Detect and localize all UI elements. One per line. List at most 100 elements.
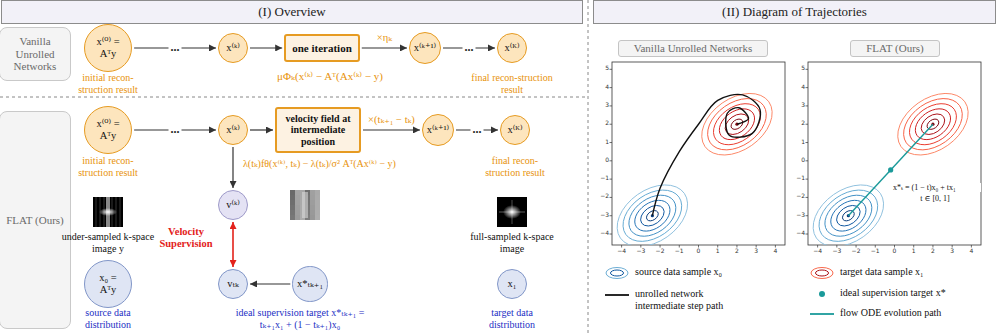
node-text: v⁽ᵏ⁾ xyxy=(226,199,240,211)
image-ground xyxy=(497,197,527,227)
edge-label: ×(tₖ₊₁ − tₖ) xyxy=(368,114,415,126)
node-text: x⁽⁰⁾ = Aᵀy xyxy=(91,36,125,60)
distribution-circle: x₁ xyxy=(497,269,527,299)
arrow-connector xyxy=(232,222,234,267)
panel-divider xyxy=(588,0,589,334)
contour-line xyxy=(629,194,676,238)
image-pixel xyxy=(295,190,300,195)
row-label: FLAT (Ours) xyxy=(0,111,71,329)
update-formula: μΦₖ(x⁽ᵏ⁾ − Aᵀ(Ax⁽ᵏ⁾ − y) xyxy=(220,70,440,83)
tick-label: −4 xyxy=(595,230,609,236)
image-pixel xyxy=(310,215,315,220)
legend-contour xyxy=(606,268,628,279)
image-pixel xyxy=(310,205,315,210)
legend-contour xyxy=(611,270,624,276)
row-label: Vanilla Unrolled Networks xyxy=(0,27,71,81)
image-pixel xyxy=(290,215,295,220)
sampling-line xyxy=(96,197,97,227)
tick-mark xyxy=(610,197,613,198)
arrow-connector xyxy=(232,147,233,188)
contour-line xyxy=(833,201,864,230)
tick-mark xyxy=(806,179,809,180)
tick-label: −1 xyxy=(669,248,689,254)
legend-swatch xyxy=(808,287,836,301)
tick-label: 3 xyxy=(942,248,962,254)
path-formula: x*ₜ = (1 − t)x₀ + tx₁ xyxy=(893,183,981,192)
tick-mark xyxy=(806,215,809,216)
arrow-connector xyxy=(250,129,273,130)
contour-line xyxy=(809,179,887,245)
image-pixel xyxy=(290,205,295,210)
tick-label: 2 xyxy=(595,120,609,126)
image-band xyxy=(302,192,308,218)
tick-label: 3 xyxy=(746,248,766,254)
arrow-connector xyxy=(250,47,282,48)
tick-label: −2 xyxy=(846,248,866,254)
tick-label: 0 xyxy=(689,248,709,254)
legend-contour xyxy=(811,268,833,279)
legend-text: unrolled network intermediate step path xyxy=(635,288,745,312)
node-text: x*ₜₖ₊₁ xyxy=(297,278,323,290)
contour-line xyxy=(612,172,699,245)
legend-contour xyxy=(816,270,829,276)
tick-mark xyxy=(806,105,809,106)
edge-label: ... xyxy=(463,41,476,53)
contour-line xyxy=(808,172,895,245)
distribution-caption: source data distribution xyxy=(66,307,150,330)
image-pixel xyxy=(295,200,300,205)
stage-caption: final recon-struction result xyxy=(475,155,555,178)
panel-header: (I) Overview xyxy=(1,0,583,24)
image-pixel xyxy=(315,215,320,220)
tick-label: 5 xyxy=(791,65,805,71)
tick-label: 1 xyxy=(708,248,728,254)
image-pixel xyxy=(295,205,300,210)
legend-item: unrolled network intermediate step path xyxy=(603,288,745,312)
tick-label: −2 xyxy=(595,193,609,199)
unrolled-path xyxy=(652,94,760,215)
arrow-connector xyxy=(250,283,290,284)
node-text: x₁ xyxy=(508,278,517,290)
contour-line xyxy=(621,187,683,245)
supervision-target-dot xyxy=(888,167,893,172)
target-circle: x*ₜₖ₊₁ xyxy=(292,266,327,301)
kspace-image xyxy=(290,190,320,220)
legend-text: target data sample x₁ xyxy=(840,266,924,278)
plot-content xyxy=(612,81,784,245)
contour-line xyxy=(825,194,872,238)
image-pixel xyxy=(290,190,295,195)
target-caption: ideal supervision target x*ₜₖ₊₁ = tₖ₊₁x₁… xyxy=(224,307,376,330)
tick-mark xyxy=(806,234,809,235)
tick-label: −3 xyxy=(791,212,805,218)
contour-line xyxy=(886,81,979,168)
image-pixel xyxy=(315,200,320,205)
tick-mark xyxy=(610,105,613,106)
node-text: (I) Overview xyxy=(258,5,326,20)
state-circle: x⁽⁰⁾ = Aᵀy xyxy=(84,24,132,72)
image-pixel xyxy=(315,195,320,200)
legend-swatch xyxy=(603,288,631,302)
tick-mark xyxy=(610,87,613,88)
tick-mark xyxy=(610,234,613,235)
velocity-circle: v⁽ᵏ⁾ xyxy=(218,190,248,220)
node-text: (II) Diagram of Trajectories xyxy=(722,5,867,20)
image-pixel xyxy=(295,215,300,220)
node-text: FLAT (Ours) xyxy=(6,214,64,227)
image-pixel xyxy=(295,195,300,200)
image-caption: under-sampled k-space image y xyxy=(60,231,156,254)
image-streak xyxy=(512,200,513,224)
image-pixel xyxy=(290,200,295,205)
image-pixel xyxy=(310,210,315,215)
state-circle: x⁽ᵏ⁾ xyxy=(218,33,248,63)
image-pixel xyxy=(310,190,315,195)
iteration-box: one iteration xyxy=(284,34,360,63)
contour-line xyxy=(637,201,668,230)
contour-line xyxy=(645,208,661,223)
tick-mark xyxy=(806,87,809,88)
tick-mark xyxy=(610,69,613,70)
tick-mark xyxy=(610,160,613,161)
stage-caption: final recon-struction result xyxy=(470,72,554,95)
tick-label: 4 xyxy=(765,248,785,254)
tick-mark xyxy=(610,124,613,125)
tick-label: −4 xyxy=(612,248,632,254)
